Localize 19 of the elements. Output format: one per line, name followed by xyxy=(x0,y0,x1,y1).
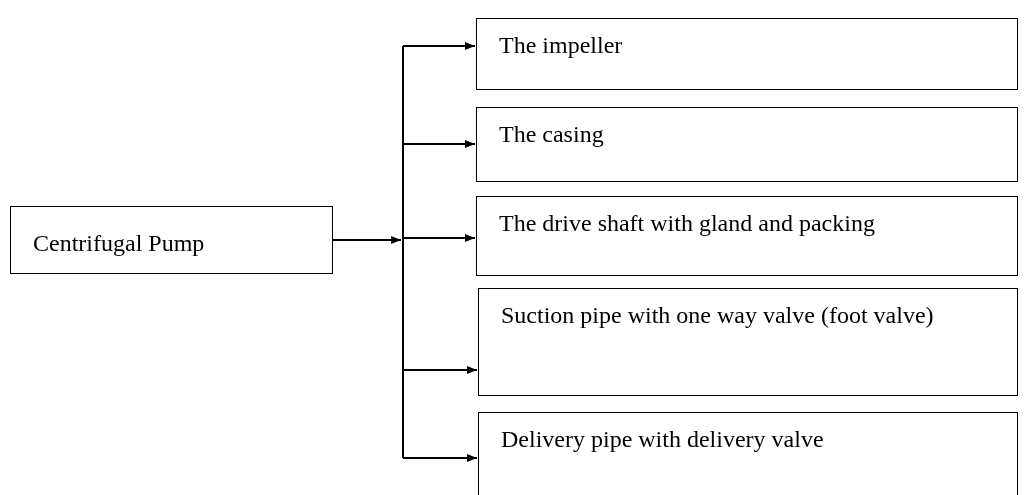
text-box xyxy=(478,288,1018,396)
box-label: Centrifugal Pump xyxy=(33,230,205,256)
connector-line xyxy=(402,45,404,459)
box-label: Delivery pipe with delivery valve xyxy=(501,426,824,452)
box-label: The casing xyxy=(499,121,604,147)
text-box xyxy=(476,196,1018,276)
arrow xyxy=(332,236,402,244)
box-label: The drive shaft with gland and packing xyxy=(499,210,875,236)
arrow xyxy=(402,366,478,374)
arrow xyxy=(402,454,478,462)
box-label: Suction pipe with one way valve (foot valve) xyxy=(501,302,934,328)
arrow xyxy=(402,140,476,148)
text-box xyxy=(476,107,1018,182)
text-box xyxy=(476,18,1018,90)
text-box xyxy=(10,206,333,274)
arrow xyxy=(402,234,476,242)
box-label: The impeller xyxy=(499,32,623,58)
arrow xyxy=(402,42,476,50)
text-box xyxy=(478,412,1018,495)
